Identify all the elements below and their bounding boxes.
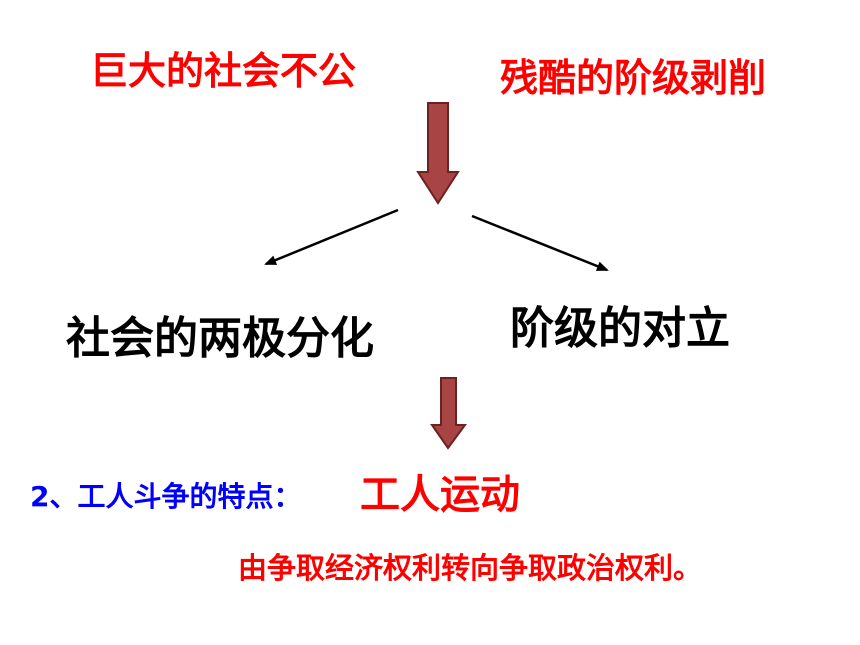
split-arrow-left <box>264 208 399 266</box>
down-arrow-top <box>416 102 460 205</box>
cause-social-injustice: 巨大的社会不公 <box>90 49 357 93</box>
feature-title: 工人运动 <box>360 472 520 518</box>
feature-description: 由争取经济权利转向争取政治权利。 <box>238 551 703 585</box>
split-arrow-right <box>471 214 609 272</box>
result-polarization: 社会的两极分化 <box>66 313 374 364</box>
feature-label: 2、工人斗争的特点： <box>30 480 302 513</box>
cause-class-exploitation: 残酷的阶级剥削 <box>500 56 767 100</box>
down-arrow-bottom <box>430 377 467 450</box>
result-class-opposition: 阶级的对立 <box>510 303 730 354</box>
